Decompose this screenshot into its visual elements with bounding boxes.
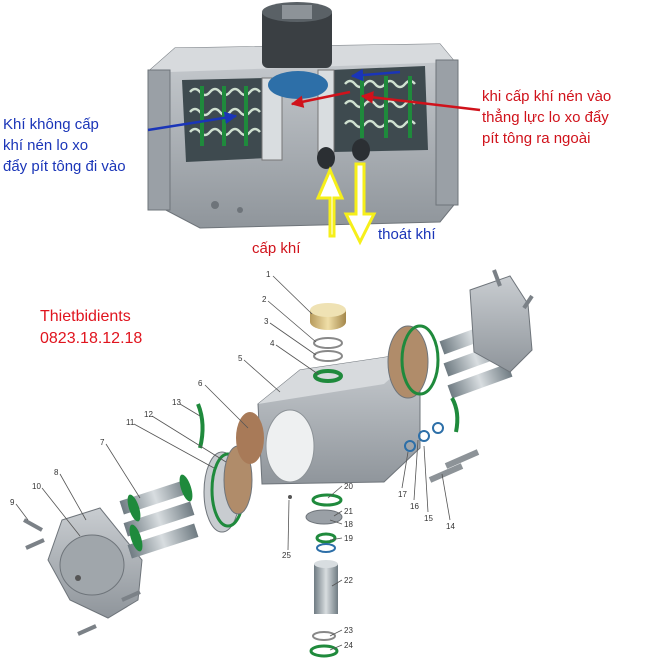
part-number: 17 [398, 490, 407, 499]
exhaust-arrow [343, 162, 377, 246]
annotation-line: khi cấp khí nén vào [482, 88, 612, 105]
part-number: 24 [344, 641, 353, 650]
supply-arrow [315, 166, 345, 238]
annotation-line: Khí không cấp [3, 116, 99, 133]
part-number: 25 [282, 551, 291, 560]
annotation-air-on: khi cấp khí nén vào thẳng lực lo xo đẩy … [482, 86, 611, 149]
part-number: 21 [344, 507, 353, 516]
part-number: 9 [10, 498, 15, 507]
part-number: 5 [238, 354, 243, 363]
part-number: 2 [262, 295, 267, 304]
part-number: 12 [144, 410, 153, 419]
annotation-line: thẳng lực lo xo đẩy [482, 109, 609, 126]
part-number: 18 [344, 520, 353, 529]
part-number: 7 [100, 438, 105, 447]
part-number: 8 [54, 468, 59, 477]
part-number: 16 [410, 502, 419, 511]
part-number: 13 [172, 398, 181, 407]
annotation-line: pít tông ra ngoài [482, 130, 591, 147]
annotation-line: khí nén lo xo [3, 137, 89, 154]
inward-arrow-right [350, 68, 401, 82]
leader-lines [15, 275, 451, 651]
brand-name: Thietbidients [40, 308, 131, 325]
part-number: 20 [344, 482, 353, 491]
part-number: 14 [446, 522, 455, 531]
brand-phone: 0823.18.12.18 [40, 330, 143, 347]
exhaust-label: thoát khí [378, 226, 436, 243]
annotation-line: đẩy pít tông đi vào [3, 158, 126, 175]
part-number: 3 [264, 317, 269, 326]
part-number: 1 [266, 270, 271, 279]
outward-arrow-right [360, 91, 481, 112]
part-number: 11 [126, 418, 135, 427]
part-number: 19 [344, 534, 353, 543]
outward-arrow-center [290, 90, 351, 108]
part-number: 15 [424, 514, 433, 523]
part-number: 23 [344, 626, 353, 635]
part-number: 22 [344, 576, 353, 585]
inward-arrow-left [147, 111, 238, 132]
part-number: 10 [32, 482, 41, 491]
brand-block: Thietbidients 0823.18.12.18 [40, 306, 142, 350]
part-numbers: 1 2 3 4 5 6 7 8 9 10 11 12 13 14 15 16 1… [10, 270, 455, 650]
supply-label: cấp khí [252, 240, 301, 257]
part-number: 4 [270, 339, 275, 348]
part-number: 6 [198, 379, 203, 388]
annotation-air-off: Khí không cấp khí nén lo xo đẩy pít tông… [3, 114, 126, 177]
exploded-view [23, 269, 534, 658]
cutaway-actuator [147, 2, 459, 229]
